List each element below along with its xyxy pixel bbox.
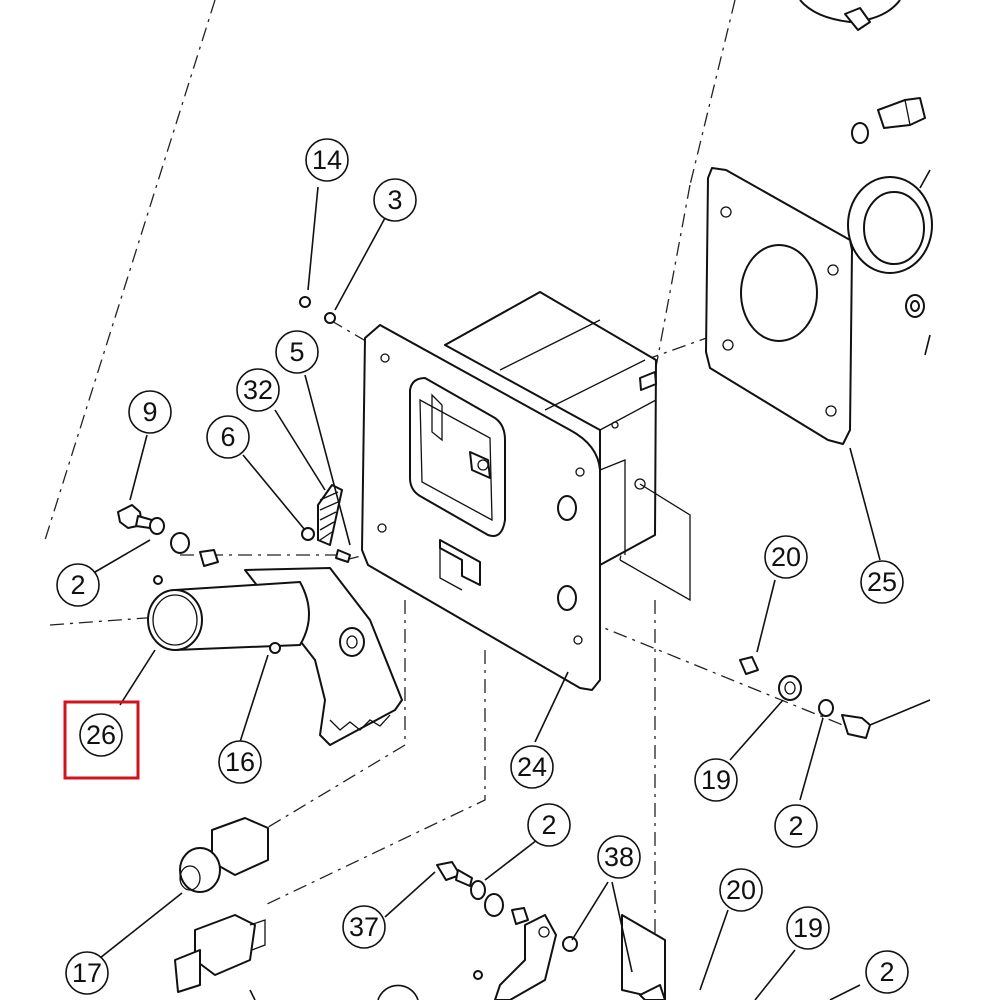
svg-text:5: 5 [289, 337, 304, 367]
leader-lines [94, 186, 881, 1000]
label-38: 38 [597, 835, 641, 879]
svg-text:20: 20 [726, 875, 756, 905]
svg-text:19: 19 [701, 765, 731, 795]
label-26: 26 [63, 700, 140, 780]
label-19-right: 19 [694, 758, 738, 802]
gasket-plate-25 [705, 167, 853, 445]
callout-labels: 14 3 5 32 6 9 2 26 [56, 138, 909, 1000]
housing-box [444, 291, 691, 602]
label-24: 24 [510, 745, 554, 789]
label-3: 3 [373, 178, 417, 222]
svg-text:26: 26 [86, 720, 116, 750]
partial-bubble-bottom [377, 984, 419, 1000]
label-25: 25 [860, 560, 904, 604]
svg-text:2: 2 [788, 811, 803, 841]
svg-text:9: 9 [142, 397, 157, 427]
svg-text:6: 6 [220, 422, 235, 452]
label-9: 9 [128, 390, 172, 434]
key-switch-17 [174, 817, 269, 993]
highlight-box [63, 700, 140, 780]
svg-text:16: 16 [225, 747, 255, 777]
label-6: 6 [206, 415, 250, 459]
label-2-center: 2 [527, 803, 571, 847]
label-32: 32 [236, 368, 280, 412]
svg-text:2: 2 [879, 957, 894, 987]
left-bolt-stack [117, 504, 219, 567]
svg-text:37: 37 [349, 912, 379, 942]
svg-text:24: 24 [517, 752, 547, 782]
spring-and-small-hardware [299, 296, 351, 563]
label-16: 16 [218, 740, 262, 784]
svg-text:19: 19 [793, 913, 823, 943]
label-19-bottom: 19 [786, 906, 830, 950]
tube-assembly-26 [147, 567, 403, 746]
svg-text:17: 17 [72, 958, 102, 988]
label-2-bottom: 2 [865, 950, 909, 994]
svg-text:3: 3 [387, 185, 402, 215]
top-flange-part [799, 0, 901, 31]
svg-text:2: 2 [70, 570, 85, 600]
svg-text:25: 25 [867, 567, 897, 597]
right-bolt-stack [739, 656, 931, 739]
svg-text:14: 14 [312, 145, 342, 175]
label-20-bottom: 20 [719, 868, 763, 912]
svg-text:38: 38 [604, 842, 634, 872]
label-5: 5 [275, 330, 319, 374]
label-20-right: 20 [764, 535, 808, 579]
svg-text:32: 32 [243, 375, 273, 405]
label-37: 37 [342, 905, 386, 949]
label-2-right: 2 [774, 804, 818, 848]
label-14: 14 [305, 138, 349, 182]
bottom-bolt-stack [436, 861, 666, 1000]
mounting-plate-24 [361, 324, 626, 691]
label-2-left: 2 [56, 563, 100, 607]
svg-text:20: 20 [771, 542, 801, 572]
label-17: 17 [65, 951, 109, 995]
svg-text:2: 2 [541, 810, 556, 840]
right-edge-hardware [847, 97, 933, 356]
